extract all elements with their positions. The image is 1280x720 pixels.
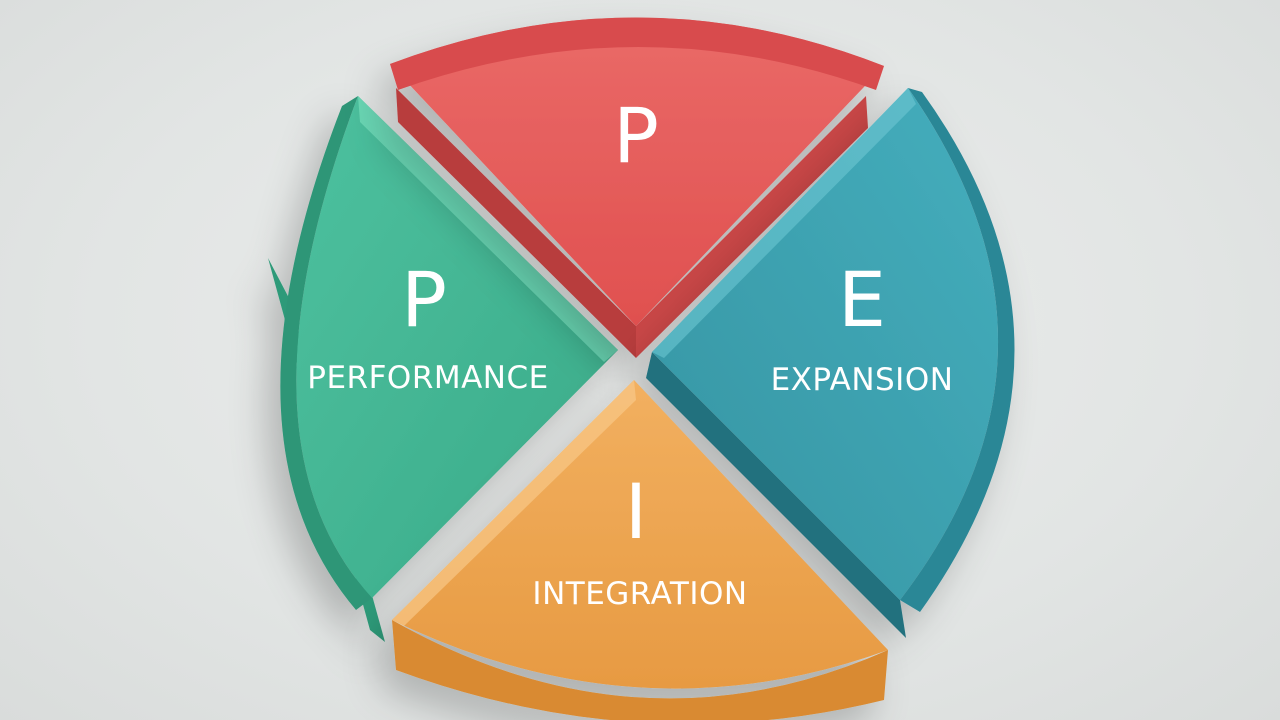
segment-top: [390, 17, 884, 358]
segment-expansion-face: [652, 88, 999, 600]
segment-performance: [268, 96, 618, 642]
segment-top-side-right: [636, 96, 868, 358]
segment-expansion-highlight: [652, 88, 916, 358]
segment-integration-face: [392, 380, 888, 689]
segment-expansion-label: EXPANSION: [771, 362, 954, 398]
segment-integration-highlight: [392, 380, 636, 626]
segment-performance-letter: P: [401, 255, 447, 344]
segment-integration: [392, 380, 888, 720]
segment-integration-label: INTEGRATION: [532, 576, 747, 612]
segment-expansion-rim: [900, 88, 1015, 612]
segment-expansion-side: [646, 352, 906, 638]
segment-expansion: [646, 88, 1015, 638]
segment-performance-bevel: [280, 96, 372, 610]
segment-performance-face: [296, 96, 618, 598]
segment-top-rim: [390, 17, 884, 90]
segment-performance-label: PERFORMANCE: [307, 360, 548, 396]
segment-expansion-letter: E: [838, 255, 886, 344]
segment-top-face: [390, 17, 884, 326]
segment-top-letter: P: [613, 91, 659, 180]
segment-integration-letter: I: [625, 467, 647, 556]
segment-performance-highlight: [358, 96, 618, 362]
segment-integration-side: [392, 620, 888, 720]
segment-top-side: [396, 88, 636, 358]
